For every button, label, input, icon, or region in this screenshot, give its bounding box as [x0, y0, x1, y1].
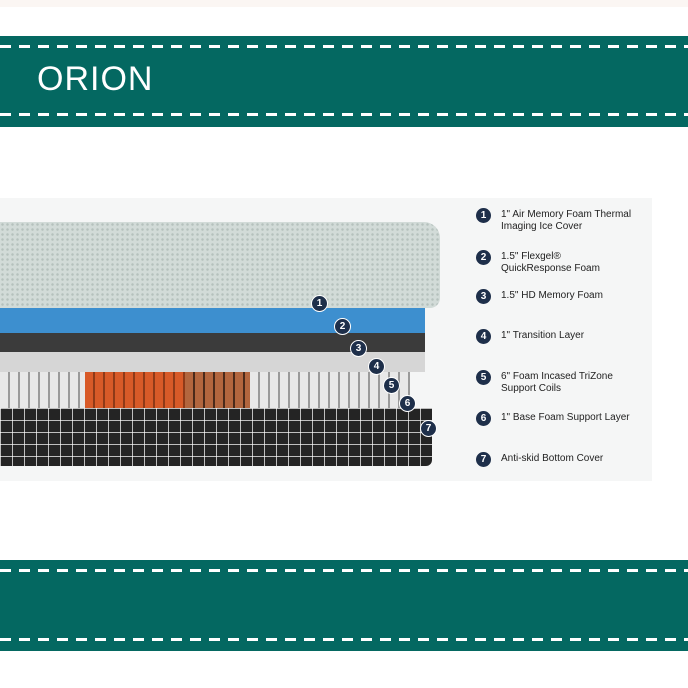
layer-coils-mid-zone [185, 372, 250, 408]
top-strip [0, 0, 688, 7]
legend-item: 3 1.5" HD Memory Foam [476, 289, 651, 304]
layer-badge: 5 [383, 377, 400, 394]
title-banner [0, 36, 688, 127]
stitch-line [0, 569, 688, 572]
legend-label: 1" Transition Layer [501, 330, 585, 341]
number-badge: 7 [476, 452, 491, 467]
layer-badge: 2 [334, 318, 351, 335]
layer-coils-firm-zone [85, 372, 185, 408]
layer-badge: 6 [399, 395, 416, 412]
legend-label: 1" Air Memory Foam Thermal Imaging Ice C… [501, 209, 632, 232]
layer-badge: 7 [420, 420, 437, 437]
layer-hd-foam [0, 333, 425, 352]
stitch-line [0, 45, 688, 48]
legend-item: 7 Anti-skid Bottom Cover [476, 452, 651, 467]
number-badge: 4 [476, 329, 491, 344]
stitch-line [0, 638, 688, 641]
legend-item: 6 1" Base Foam Support Layer [476, 411, 651, 426]
stitch-line [0, 113, 688, 116]
footer-banner [0, 560, 688, 651]
legend-item: 4 1" Transition Layer [476, 329, 651, 344]
layer-badge: 4 [368, 358, 385, 375]
legend-item: 1 1" Air Memory Foam Thermal Imaging Ice … [476, 208, 651, 233]
layer-badge: 3 [350, 340, 367, 357]
number-badge: 6 [476, 411, 491, 426]
layer-transition [0, 352, 425, 372]
legend-label: 1.5" Flexgel® QuickResponse Foam [501, 251, 600, 274]
legend-item: 2 1.5" Flexgel® QuickResponse Foam [476, 250, 651, 275]
layer-flexgel [0, 308, 425, 333]
number-badge: 2 [476, 250, 491, 265]
legend-label: 6" Foam Incased TriZone Support Coils [501, 371, 613, 394]
legend-item: 5 6" Foam Incased TriZone Support Coils [476, 370, 651, 395]
legend-label: 1.5" HD Memory Foam [501, 290, 603, 301]
product-title: ORION [37, 60, 154, 98]
layer-ice-cover [0, 222, 440, 308]
legend-label: Anti-skid Bottom Cover [501, 453, 604, 464]
layer-base-cover [0, 408, 432, 466]
legend-label: 1" Base Foam Support Layer [501, 412, 630, 423]
layer-badge: 1 [311, 295, 328, 312]
number-badge: 5 [476, 370, 491, 385]
number-badge: 1 [476, 208, 491, 223]
number-badge: 3 [476, 289, 491, 304]
